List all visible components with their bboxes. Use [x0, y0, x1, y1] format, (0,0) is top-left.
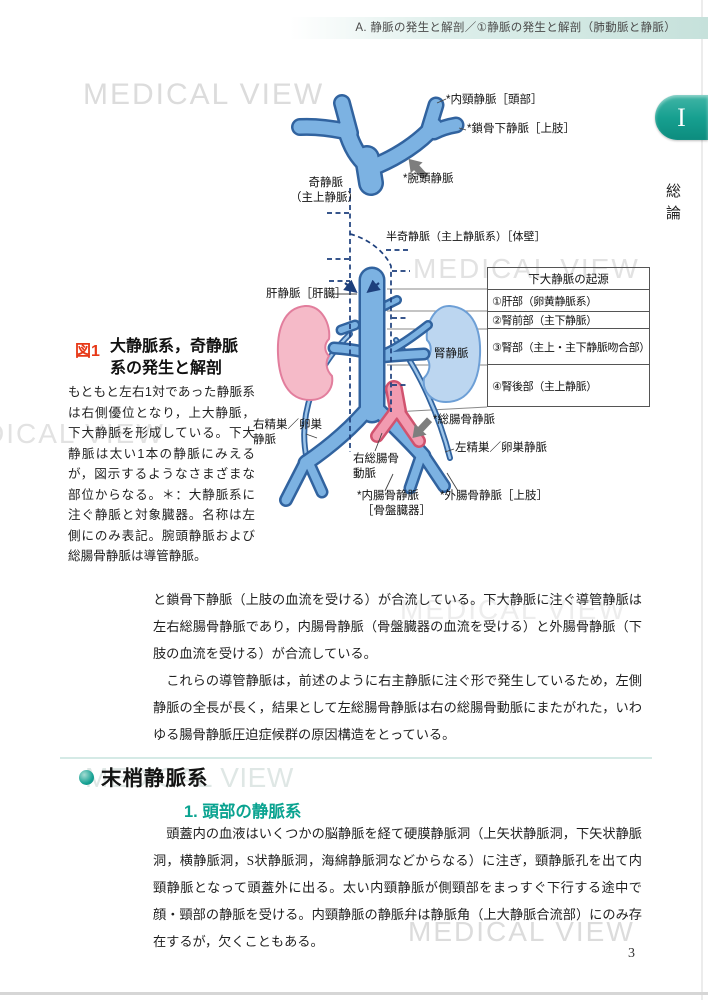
table-row: ④腎後部（主上静脈） — [488, 364, 649, 406]
watermark-mid-left-partial: MEDICAL VIEW — [0, 418, 165, 449]
label-left-gonadal: 左精巣／卵巣静脈 — [455, 442, 547, 454]
section-heading: 末梢静脈系 — [101, 767, 209, 790]
label-azygos-line1: 奇静脈 — [308, 177, 344, 189]
chapter-tab[interactable]: I — [655, 95, 708, 140]
label-right-gonadal-line2: 静脈 — [253, 434, 276, 446]
label-iliac-artery-line1: 右総腸骨 — [353, 453, 399, 465]
label-iliac-artery-line2: 動脈 — [353, 468, 376, 480]
table-row: ③腎部（主上・主下静脈吻合部） — [488, 328, 650, 364]
section-divider — [60, 757, 652, 759]
page-right-edge — [701, 0, 703, 1000]
figure-title-line2: 系の発生と解剖 — [110, 360, 223, 377]
label-internal-iliac: *内腸骨静脈 ［骨盤臓器］ — [357, 489, 431, 519]
body-text-block-2: 頭蓋内の血液はいくつかの脳静脈を経て硬膜静脈洞（上矢状静脈洞，下矢状静脈洞，横静… — [153, 820, 642, 955]
common-iliac-arrow — [412, 417, 433, 439]
watermark-heading-area: MEDICAL VIEW — [85, 762, 294, 793]
label-hemiazygos: 半奇静脈（主上静脈系）［体壁］ — [386, 231, 546, 243]
figure-number: 図1 — [75, 343, 100, 360]
label-external-iliac: *外腸骨静脈［上肢］ — [440, 490, 548, 502]
figure-title: 大静脈系，奇静脈 系の発生と解剖 — [110, 336, 238, 380]
paragraph: これらの導管静脈は，前述のように右主静脈に注ぐ形で発生しているため，左側静脈の全… — [153, 673, 642, 742]
label-iliac-artery: 右総腸骨 動脈 — [353, 452, 399, 482]
label-common-iliac: *総腸骨静脈 — [433, 414, 495, 426]
label-right-gonadal-line1: 右精巣／卵巣 — [253, 419, 322, 431]
page-number: 3 — [628, 946, 635, 961]
label-right-gonadal: 右精巣／卵巣 静脈 — [253, 418, 322, 448]
brachiocephalic-arrow — [408, 158, 428, 180]
label-azygos: 奇静脈 （主上静脈） — [290, 176, 359, 206]
table-row: ①肝部（卵黄静脈系） — [492, 295, 597, 308]
label-azygos-line2: （主上静脈） — [290, 192, 359, 204]
chapter-numeral: I — [677, 102, 686, 132]
paragraph: と鎖骨下静脈（上肢の血流を受ける）が合流している。下大静脈に注ぐ導管静脈は左右総… — [153, 592, 642, 661]
page-bottom-edge — [0, 992, 708, 995]
breadcrumb: A. 静脈の発生と解剖／①静脈の発生と解剖（肺動脈と静脈） — [355, 22, 676, 34]
label-hepatic: 肝静脈［肝臓］ — [266, 288, 347, 300]
watermark-mid-right: MEDICAL VIEW — [413, 253, 640, 284]
section-bullet-icon — [79, 770, 94, 785]
table-row: ②腎前部（主下静脈） — [488, 311, 649, 328]
figure-caption: もともと左右1対であった静脈系は右側優位となり，上大静脈，下大静脈を形成している… — [68, 385, 255, 563]
label-subclavian: *鎖骨下静脈［上肢］ — [467, 123, 575, 135]
svc-vessel — [291, 94, 465, 196]
left-kidney — [276, 304, 334, 402]
figure-title-line1: 大静脈系，奇静脈 — [110, 338, 239, 355]
ivc-vessel — [279, 266, 451, 507]
watermark-bottom-right: MEDICAL VIEW — [408, 916, 635, 947]
header-bar: A. 静脈の発生と解剖／①静脈の発生と解剖（肺動脈と静脈） — [290, 17, 708, 39]
ivc-origin-table: 下大静脈の起源 ①肝部（卵黄静脈系） ②腎前部（主下静脈） ③腎部（主上・主下静… — [487, 267, 650, 407]
label-brachiocephalic: *腕頭静脈 — [403, 173, 454, 185]
label-internal-jugular: *内頸静脈［頭部］ — [446, 94, 543, 106]
body-text-block-1: と鎖骨下静脈（上肢の血流を受ける）が合流している。下大静脈に注ぐ導管静脈は左右総… — [153, 586, 642, 748]
chapter-tab-label: 総論 — [664, 183, 681, 227]
subsection-heading: 1. 頭部の静脈系 — [184, 803, 302, 821]
table-header: 下大静脈の起源 — [488, 268, 649, 290]
label-leader-lines — [305, 98, 467, 492]
label-internal-iliac-line1: *内腸骨静脈 — [357, 490, 419, 502]
right-kidney — [422, 304, 482, 404]
watermark-top-left: MEDICAL VIEW — [83, 78, 325, 111]
paragraph: 頭蓋内の血液はいくつかの脳静脈を経て硬膜静脈洞（上矢状静脈洞，下矢状静脈洞，横静… — [153, 826, 642, 949]
watermark-text-area: MEDICAL VIEW — [400, 594, 627, 625]
label-renal: 腎静脈 — [434, 348, 469, 360]
label-internal-iliac-line2: ［骨盤臓器］ — [362, 505, 431, 517]
hepatic-vein-arrows — [343, 279, 381, 294]
